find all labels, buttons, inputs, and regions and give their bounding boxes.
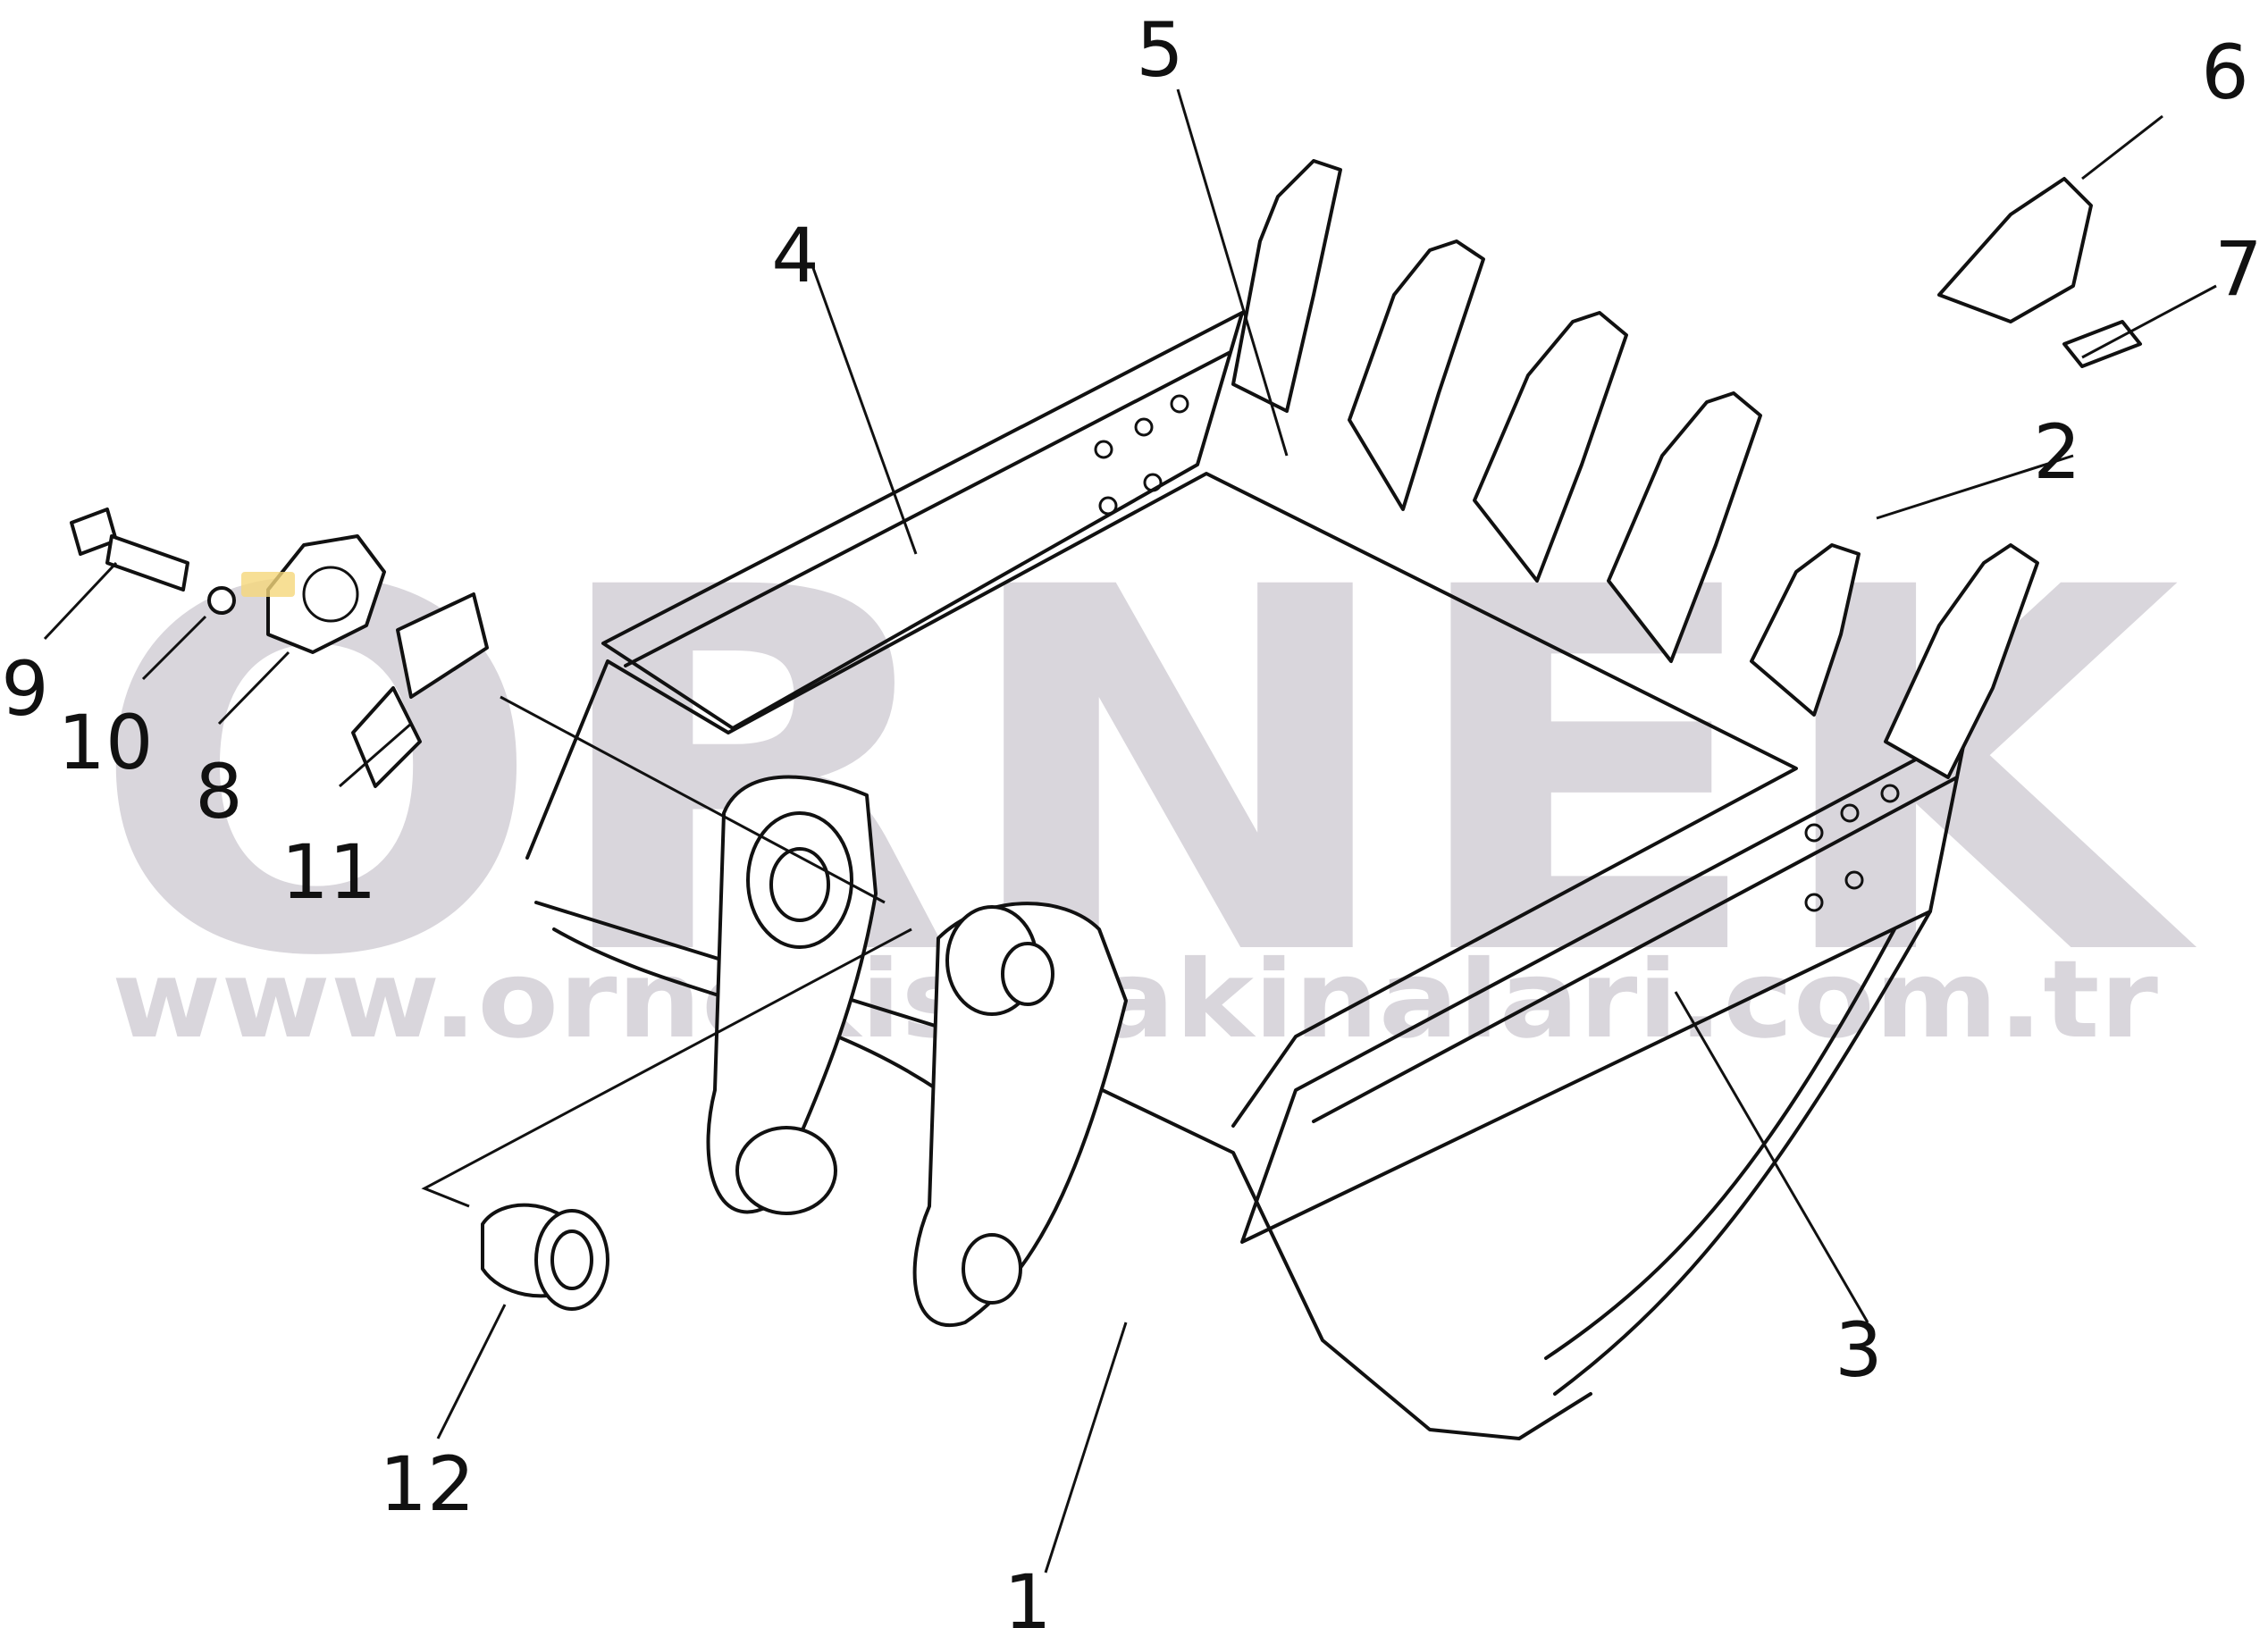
leader-lines [43,88,2217,1573]
callout-1: 1 [1004,1558,1051,1628]
highlight-mark [241,572,295,597]
bucket-body [525,311,1968,1440]
callout-6: 6 [2201,29,2248,116]
guide-lines [421,695,912,1208]
callout-10: 10 [58,699,154,786]
callout-5: 5 [1136,6,1183,94]
callout-3: 3 [1835,1306,1882,1394]
callout-8: 8 [195,748,242,835]
callouts: 1 2 3 4 5 6 7 8 9 10 11 12 [1,6,2262,1628]
plug [481,1203,609,1311]
teeth-row [1231,159,2142,779]
callout-2: 2 [2033,408,2080,496]
callout-12: 12 [380,1440,475,1528]
callout-11: 11 [281,828,377,916]
callout-7: 7 [2214,225,2262,313]
callout-9: 9 [1,645,48,733]
hardware-left [70,508,489,788]
callout-4: 4 [771,212,819,299]
watermark-url: www.ornekismakinalari.com.tr [112,938,2158,1062]
